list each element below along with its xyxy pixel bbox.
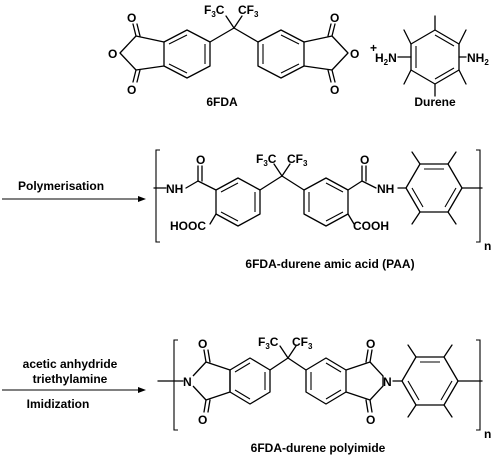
pi-nitrogen-right: N [383,375,392,389]
6fda-oxygen-ring-right: O [350,47,359,61]
polyimide-product-label: 6FDA-durene polyimide [251,441,386,455]
paa-carbonyl-oxygen-left: O [196,153,205,167]
polymerisation-label: Polymerisation [18,179,104,193]
paa-cf3-group: CF3 [287,152,308,168]
6fda-structure: O O O F3C CF3 O O O [108,3,359,97]
pi-right-benzene-ring [305,357,347,405]
6fda-left-benzene-ring [163,29,211,79]
durene-nh2-group: NH2 [467,51,489,67]
pi-oxygen-top-left: O [198,337,207,351]
paa-durene-ring [405,163,463,213]
paa-product-label: 6FDA-durene amic acid (PAA) [245,257,414,271]
paa-hooc-group: HOOC [170,219,206,233]
pi-left-benzene-ring [229,357,271,405]
pi-right-bracket [476,339,481,431]
pi-f3c-group: F3C [258,335,279,351]
paa-cooh-group: COOH [353,219,389,233]
pi-nitrogen-left: N [183,375,192,389]
durene-h2n-group: H2N [375,51,397,67]
polymerisation-arrowhead [138,196,146,202]
6fda-oxygen-bottom-left: O [127,83,136,97]
paa-structure: NH O HOOC F3C CF3 COOH [153,149,491,253]
paa-left-bracket [155,149,160,243]
paa-right-bracket [476,149,481,243]
pi-durene-ring [401,356,459,406]
plus-sign: + [370,41,377,55]
pi-oxygen-top-right: O [366,337,375,351]
paa-nh-right: NH [377,182,394,196]
6fda-oxygen-ring-left: O [108,47,117,61]
acetic-anhydride-label: acetic anhydride [23,357,118,371]
paa-repeat-n: n [484,239,491,253]
durene-benzene-ring [410,29,460,85]
paa-right-benzene-ring [303,177,349,227]
pi-oxygen-bottom-left: O [198,413,207,427]
paa-carbonyl-oxygen-right: O [360,153,369,167]
polyimide-structure: N O O F3C CF3 O O [157,335,491,441]
paa-f3c-group: F3C [256,152,277,168]
imidization-arrowhead [138,387,146,393]
6fda-label: 6FDA [206,95,238,109]
durene-label: Durene [414,95,456,109]
6fda-oxygen-top-right: O [330,11,339,25]
6fda-right-benzene-ring [257,29,305,79]
triethylamine-label: triethylamine [33,372,108,386]
pi-left-bracket [173,339,178,431]
6fda-oxygen-top-left: O [127,11,136,25]
pi-cf3-group: CF3 [292,335,313,351]
6fda-oxygen-bottom-right: O [330,83,339,97]
pi-repeat-n: n [484,427,491,441]
durene-structure: H2N NH2 [375,15,489,97]
pi-oxygen-bottom-right: O [366,413,375,427]
6fda-cf3-group: CF3 [238,3,259,19]
6fda-f3c-group: F3C [204,3,225,19]
paa-left-benzene-ring [215,177,261,227]
paa-nh-left: NH [166,182,183,196]
imidization-label: Imidization [27,397,90,411]
